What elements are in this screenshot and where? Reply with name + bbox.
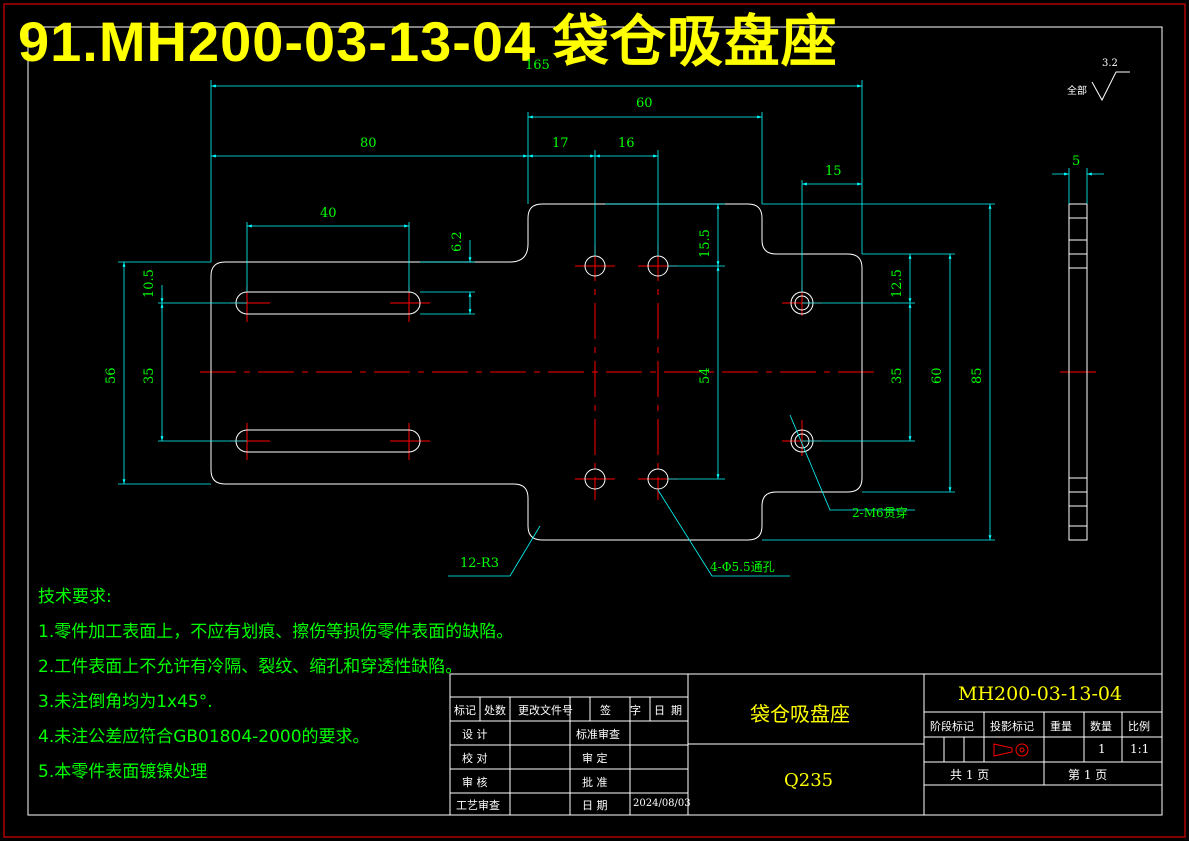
drawing-title: 91.MH200-03-13-04 袋仓吸盘座 <box>18 10 838 73</box>
tb-col-stage: 阶段标记 <box>930 720 974 733</box>
tech-heading: 技术要求: <box>38 587 112 607</box>
tb-h-count: 处数 <box>484 704 506 717</box>
tb-date: 2024/08/03 <box>633 798 691 809</box>
dim-15-5: 15.5 <box>698 229 713 258</box>
tb-col-weight: 重量 <box>1050 720 1072 733</box>
dim-15: 15 <box>825 164 842 179</box>
dim-10-5: 10.5 <box>142 269 157 298</box>
extension-lines <box>118 80 1088 541</box>
dim-85: 85 <box>970 367 985 384</box>
tb-standard: 标准审查 <box>576 728 620 741</box>
part-outline <box>210 203 863 541</box>
tb-date-label: 日 期 <box>582 799 608 812</box>
tb-design: 设 计 <box>462 728 488 741</box>
dim-35-left: 35 <box>142 367 157 384</box>
projection-symbol <box>993 743 1029 757</box>
title-block-frame <box>449 673 1163 816</box>
tech-item: 4.未注公差应符合GB01804-2000的要求。 <box>38 727 370 747</box>
tb-h-sign2: 字 <box>630 704 641 717</box>
tb-sheet-no: 第 1 页 <box>1068 768 1108 782</box>
dim-16: 16 <box>618 136 635 151</box>
dim-80: 80 <box>360 136 377 151</box>
dim-5: 5 <box>1072 154 1081 169</box>
tb-drawing-no: MH200-03-13-04 <box>958 683 1123 705</box>
tb-material: Q235 <box>784 770 834 791</box>
tb-h-date2: 期 <box>671 704 682 717</box>
dim-35-right: 35 <box>890 367 905 384</box>
roughness-label: 全部 <box>1067 86 1087 97</box>
tb-review: 审 定 <box>582 752 608 765</box>
tb-h-date1: 日 <box>654 704 665 717</box>
tb-h-mark: 标记 <box>454 704 476 717</box>
tech-item: 2.工件表面上不允许有冷隔、裂纹、缩孔和穿透性缺陷。 <box>38 657 463 677</box>
center-lines <box>200 245 1100 500</box>
outer-border <box>3 3 1186 838</box>
dim-60-top: 60 <box>636 96 653 111</box>
dim-56: 56 <box>104 367 119 384</box>
roughness-value: 3.2 <box>1102 58 1118 69</box>
tb-process: 工艺审查 <box>456 799 500 812</box>
slots <box>235 291 421 453</box>
tb-h-doc: 更改文件号 <box>518 704 573 717</box>
tb-part-name: 袋仓吸盘座 <box>750 702 850 726</box>
callout-holes: 4-Φ5.5通孔 <box>710 560 775 574</box>
dim-12-5: 12.5 <box>890 269 905 298</box>
tb-audit: 审 核 <box>462 776 488 789</box>
dimension-lines <box>122 84 1104 577</box>
tb-scale: 1:1 <box>1130 742 1150 756</box>
tech-item: 5.本零件表面镀镍处理 <box>38 762 208 782</box>
dim-60-right: 60 <box>930 367 945 384</box>
tb-check: 校 对 <box>462 752 488 765</box>
tech-item: 1.零件加工表面上，不应有划痕、擦伤等损伤零件表面的缺陷。 <box>38 622 514 642</box>
tb-h-sign1: 签 <box>600 704 611 717</box>
tech-requirements: 技术要求: 1.零件加工表面上，不应有划痕、擦伤等损伤零件表面的缺陷。 2.工件… <box>38 580 513 790</box>
tb-col-proj: 投影标记 <box>990 720 1034 733</box>
tb-approve: 批 准 <box>582 776 608 789</box>
tb-qty: 1 <box>1098 742 1106 756</box>
side-view <box>1068 203 1088 541</box>
tb-col-scale: 比例 <box>1128 720 1150 733</box>
roughness-symbol <box>1091 71 1130 102</box>
tb-total-sheets: 共 1 页 <box>950 768 990 782</box>
dim-165: 165 <box>525 58 550 73</box>
tech-item: 3.未注倒角均为1x45°. <box>38 692 213 712</box>
dim-6-2: 6.2 <box>450 231 465 252</box>
callout-m6: 2-M6贯穿 <box>852 506 908 520</box>
dim-17: 17 <box>552 136 569 151</box>
dim-40: 40 <box>320 206 337 221</box>
tb-col-qty: 数量 <box>1090 720 1112 733</box>
callout-r3: 12-R3 <box>460 556 499 571</box>
dim-54: 54 <box>698 367 713 384</box>
